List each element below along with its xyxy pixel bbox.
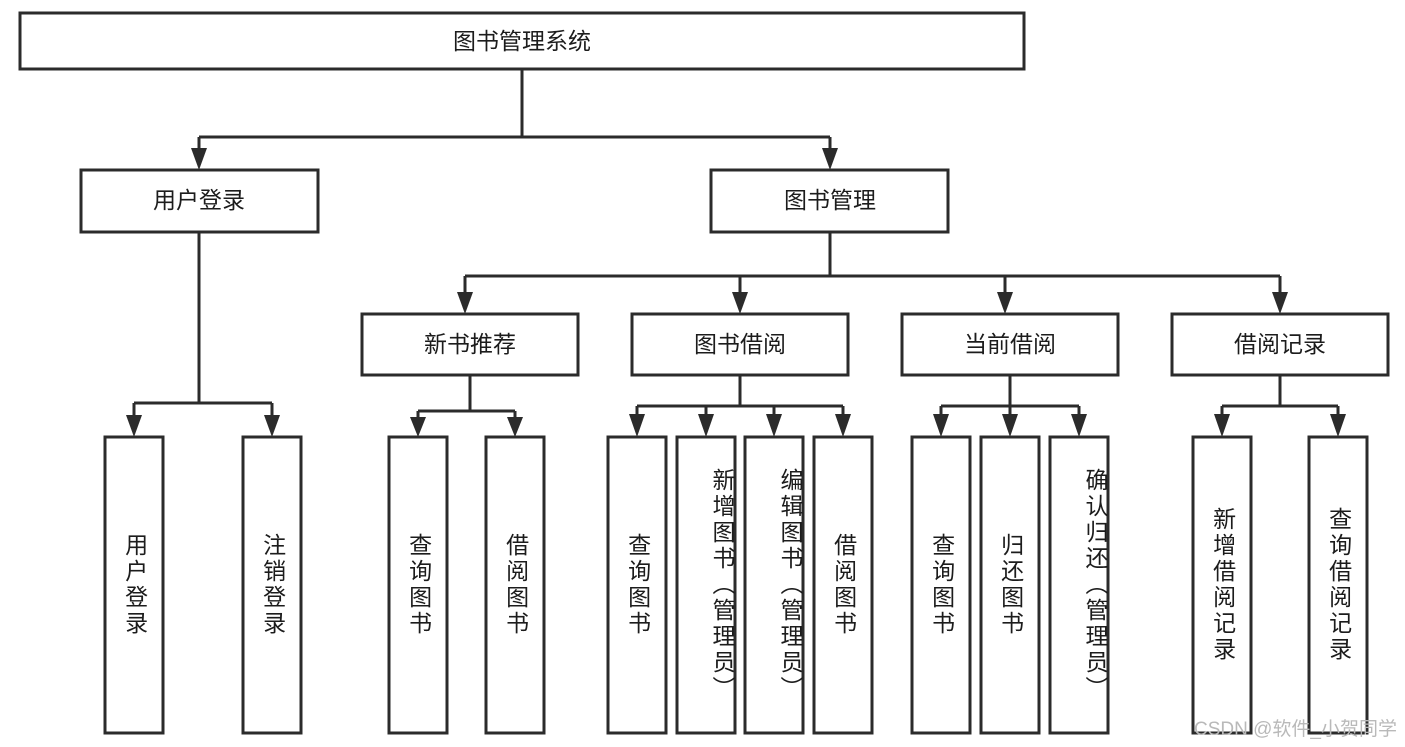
arrow-head-book-mgmt-current bbox=[997, 292, 1013, 314]
arrow-head-borrow-leaf-3 bbox=[766, 414, 782, 437]
leaf-box-edit-book-admin[interactable] bbox=[743, 435, 805, 735]
arrow-head-user-login-leaf-1 bbox=[126, 415, 142, 437]
node-current-borrow[interactable]: 当前借阅 bbox=[900, 312, 1120, 377]
node-root-box[interactable] bbox=[18, 11, 1026, 71]
leaf-boxes bbox=[103, 435, 1369, 735]
arrow-head-records-leaf-2 bbox=[1330, 414, 1346, 437]
connector-group-current bbox=[933, 375, 1087, 437]
csdn-watermark: CSDN @软件_小贺同学 bbox=[1194, 719, 1397, 740]
node-current-borrow-label: 当前借阅 bbox=[964, 331, 1056, 357]
node-book-borrow-box[interactable] bbox=[630, 312, 850, 377]
node-borrow-records[interactable]: 借阅记录 bbox=[1170, 312, 1390, 377]
leaf-box-return-book[interactable] bbox=[979, 435, 1041, 735]
connector-group-borrow bbox=[629, 375, 851, 437]
node-book-management-label: 图书管理 bbox=[784, 187, 876, 213]
node-user-login[interactable]: 用户登录 bbox=[79, 168, 320, 234]
arrow-head-current-leaf-2 bbox=[1002, 414, 1018, 437]
arrow-head-root-to-user-login bbox=[191, 148, 207, 170]
leaf-box-borrow-book[interactable] bbox=[812, 435, 874, 735]
arrow-head-user-login-leaf-2 bbox=[264, 415, 280, 437]
node-book-management-box[interactable] bbox=[709, 168, 950, 234]
leaf-box-add-borrow-record[interactable] bbox=[1191, 435, 1253, 735]
node-borrow-records-label: 借阅记录 bbox=[1234, 331, 1326, 357]
connector-group-new-book bbox=[410, 375, 523, 437]
node-user-login-box[interactable] bbox=[79, 168, 320, 234]
arrow-head-book-mgmt-borrow bbox=[732, 292, 748, 314]
arrow-head-root-to-book-mgmt bbox=[822, 148, 838, 170]
arrow-head-current-leaf-1 bbox=[933, 414, 949, 437]
node-book-management[interactable]: 图书管理 bbox=[709, 168, 950, 234]
leaf-box-add-book-admin[interactable] bbox=[675, 435, 737, 735]
arrow-head-new-book-leaf-1 bbox=[410, 417, 426, 437]
node-root[interactable]: 图书管理系统 bbox=[18, 11, 1026, 71]
connector-group-records bbox=[1214, 375, 1346, 437]
node-root-label: 图书管理系统 bbox=[453, 28, 591, 54]
arrow-head-records-leaf-1 bbox=[1214, 414, 1230, 437]
connector-group-user-login bbox=[126, 232, 280, 437]
leaf-box-query-book-recommend[interactable] bbox=[387, 435, 449, 735]
node-user-login-label: 用户登录 bbox=[153, 187, 245, 213]
leaf-box-query-book-borrow[interactable] bbox=[606, 435, 668, 735]
connector-group-book-mgmt bbox=[457, 232, 1288, 314]
connector-group-root bbox=[191, 69, 838, 170]
leaf-box-confirm-return-admin[interactable] bbox=[1048, 435, 1110, 735]
leaf-box-query-borrow-record[interactable] bbox=[1307, 435, 1369, 735]
arrow-head-book-mgmt-records bbox=[1272, 292, 1288, 314]
node-borrow-records-box[interactable] bbox=[1170, 312, 1390, 377]
arrow-head-new-book-leaf-2 bbox=[507, 417, 523, 437]
node-new-book-recommend-label: 新书推荐 bbox=[424, 331, 516, 357]
node-current-borrow-box[interactable] bbox=[900, 312, 1120, 377]
arrow-head-borrow-leaf-1 bbox=[629, 414, 645, 437]
node-new-book-recommend-box[interactable] bbox=[360, 312, 580, 377]
arrow-head-borrow-leaf-4 bbox=[835, 414, 851, 437]
leaf-box-logout[interactable] bbox=[241, 435, 303, 735]
arrow-head-borrow-leaf-2 bbox=[698, 414, 714, 437]
leaf-box-borrow-book-recommend[interactable] bbox=[484, 435, 546, 735]
node-book-borrow[interactable]: 图书借阅 bbox=[630, 312, 850, 377]
leaf-box-user-login[interactable] bbox=[103, 435, 165, 735]
arrow-head-book-mgmt-new-book bbox=[457, 292, 473, 314]
arrow-head-current-leaf-3 bbox=[1071, 414, 1087, 437]
node-book-borrow-label: 图书借阅 bbox=[694, 331, 786, 357]
node-new-book-recommend[interactable]: 新书推荐 bbox=[360, 312, 580, 377]
leaf-box-query-book-current[interactable] bbox=[910, 435, 972, 735]
